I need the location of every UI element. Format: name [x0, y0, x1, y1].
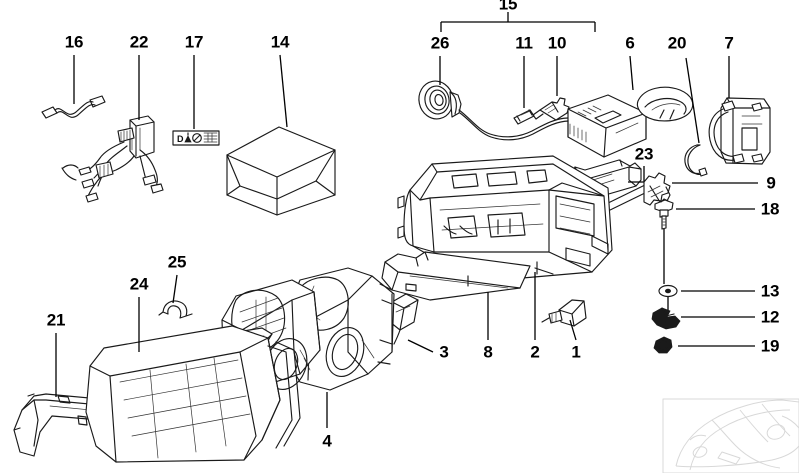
group-bracket-15	[440, 12, 596, 32]
callout-label-4[interactable]: 4	[322, 431, 332, 451]
part-18-screw	[654, 198, 674, 284]
callout-label-11[interactable]: 11	[515, 33, 533, 53]
callout-label-16[interactable]: 16	[64, 32, 84, 52]
part-26-cover-cap	[418, 80, 570, 141]
callout-label-2[interactable]: 2	[530, 342, 540, 362]
part-22-wiring-harness	[61, 115, 164, 203]
part-24b-headlight-lens	[85, 325, 301, 463]
part-17-warning-sticker: D	[172, 130, 220, 146]
part-2-headlight-housing	[397, 155, 613, 283]
part-14-box	[226, 126, 336, 216]
callout-label-6[interactable]: 6	[625, 33, 635, 53]
callout-label-18[interactable]: 18	[760, 199, 780, 219]
callout-label-13[interactable]: 13	[760, 281, 780, 301]
part-25-small-clip	[158, 300, 193, 319]
part-10-halogen-bulb	[532, 97, 570, 121]
callout-label-19[interactable]: 19	[760, 336, 780, 356]
part-7-igniter-bracket	[708, 97, 771, 165]
callout-label-26[interactable]: 26	[430, 33, 450, 53]
callout-label-8[interactable]: 8	[483, 342, 493, 362]
callout-label-1[interactable]: 1	[571, 342, 581, 362]
part-19-grommet	[653, 336, 673, 354]
callout-label-12[interactable]: 12	[760, 307, 780, 327]
callout-label-22[interactable]: 22	[129, 32, 149, 52]
vehicle-silhouette-inset	[662, 398, 799, 473]
callout-label-7[interactable]: 7	[724, 33, 734, 53]
callout-label-3[interactable]: 3	[439, 342, 449, 362]
leader-lines	[55, 54, 758, 428]
callout-label-14[interactable]: 14	[270, 32, 290, 52]
part-8-lower-cover	[381, 251, 531, 301]
callout-label-9[interactable]: 9	[766, 173, 776, 193]
callout-label-23[interactable]: 23	[634, 144, 654, 164]
part-15-ballast-unit	[567, 94, 647, 158]
callout-label-25[interactable]: 25	[167, 252, 187, 272]
svg-text:D: D	[177, 134, 184, 144]
callout-label-17[interactable]: 17	[184, 32, 204, 52]
part-6-cover-cap	[636, 86, 694, 122]
part-12-clip-nut	[651, 307, 681, 330]
part-9-xenon-bulb	[601, 172, 671, 213]
callout-label-21[interactable]: 21	[46, 310, 66, 330]
callout-label-15[interactable]: 15	[498, 0, 518, 14]
part-16-jumper-cable	[41, 95, 106, 119]
callout-label-10[interactable]: 10	[547, 33, 567, 53]
callout-label-20[interactable]: 20	[667, 33, 687, 53]
part-1-socket-connector	[541, 299, 587, 327]
part-11-tube-bulb	[513, 109, 535, 125]
callout-label-24[interactable]: 24	[129, 274, 149, 294]
part-13-washer	[658, 284, 678, 310]
part-20-spring-clip	[684, 144, 708, 177]
